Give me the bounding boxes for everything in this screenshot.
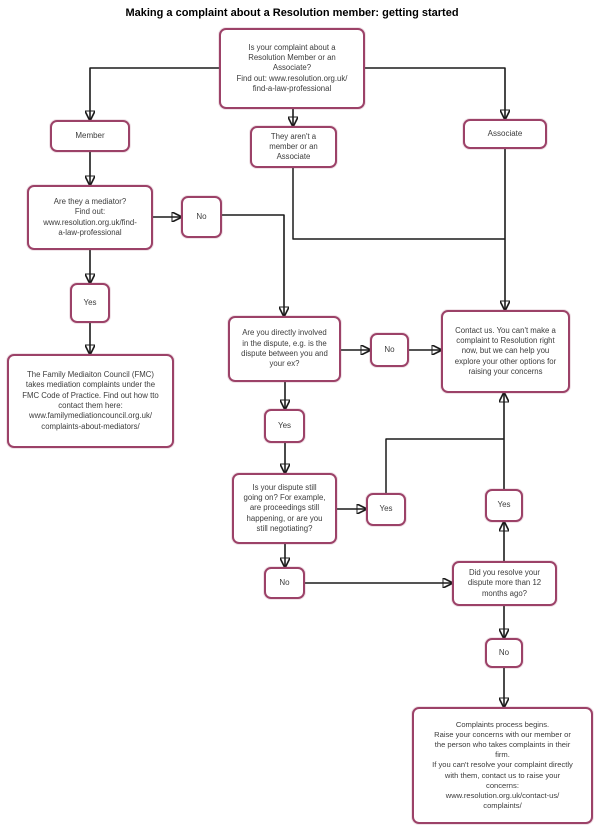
node-no-3: No [264, 567, 305, 599]
node-no-4: No [485, 638, 523, 668]
node-yes-1: Yes [70, 283, 110, 323]
node-associate: Associate [463, 119, 547, 149]
node-dispute-question: Is your dispute still going on? For exam… [232, 473, 337, 544]
node-not-member: They aren't a member or an Associate [250, 126, 337, 168]
node-final-info: Complaints process begins. Raise your co… [412, 707, 593, 824]
node-contact-us: Contact us. You can't make a complaint t… [441, 310, 570, 393]
node-yes-3: Yes [366, 493, 406, 526]
node-fmc-info: The Family Mediaiton Council (FMC) takes… [7, 354, 174, 448]
node-top-question: Is your complaint about a Resolution Mem… [219, 28, 365, 109]
node-yes-2: Yes [264, 409, 305, 443]
node-no-2: No [370, 333, 409, 367]
node-no-1: No [181, 196, 222, 238]
edge-top-to-associate [365, 67, 505, 119]
edge-notmember-join [292, 168, 505, 240]
edge-top-to-member [90, 67, 219, 120]
node-involved-question: Are you directly involved in the dispute… [228, 316, 341, 382]
page-title: Making a complaint about a Resolution me… [125, 7, 459, 19]
node-member: Member [50, 120, 130, 152]
node-mediator-question: Are they a mediator? Find out: www.resol… [27, 185, 153, 250]
node-resolve-question: Did you resolve your dispute more than 1… [452, 561, 557, 606]
edge-yes3-join [385, 438, 504, 493]
node-yes-4: Yes [485, 489, 523, 522]
edge-no1-to-involved [222, 214, 284, 316]
